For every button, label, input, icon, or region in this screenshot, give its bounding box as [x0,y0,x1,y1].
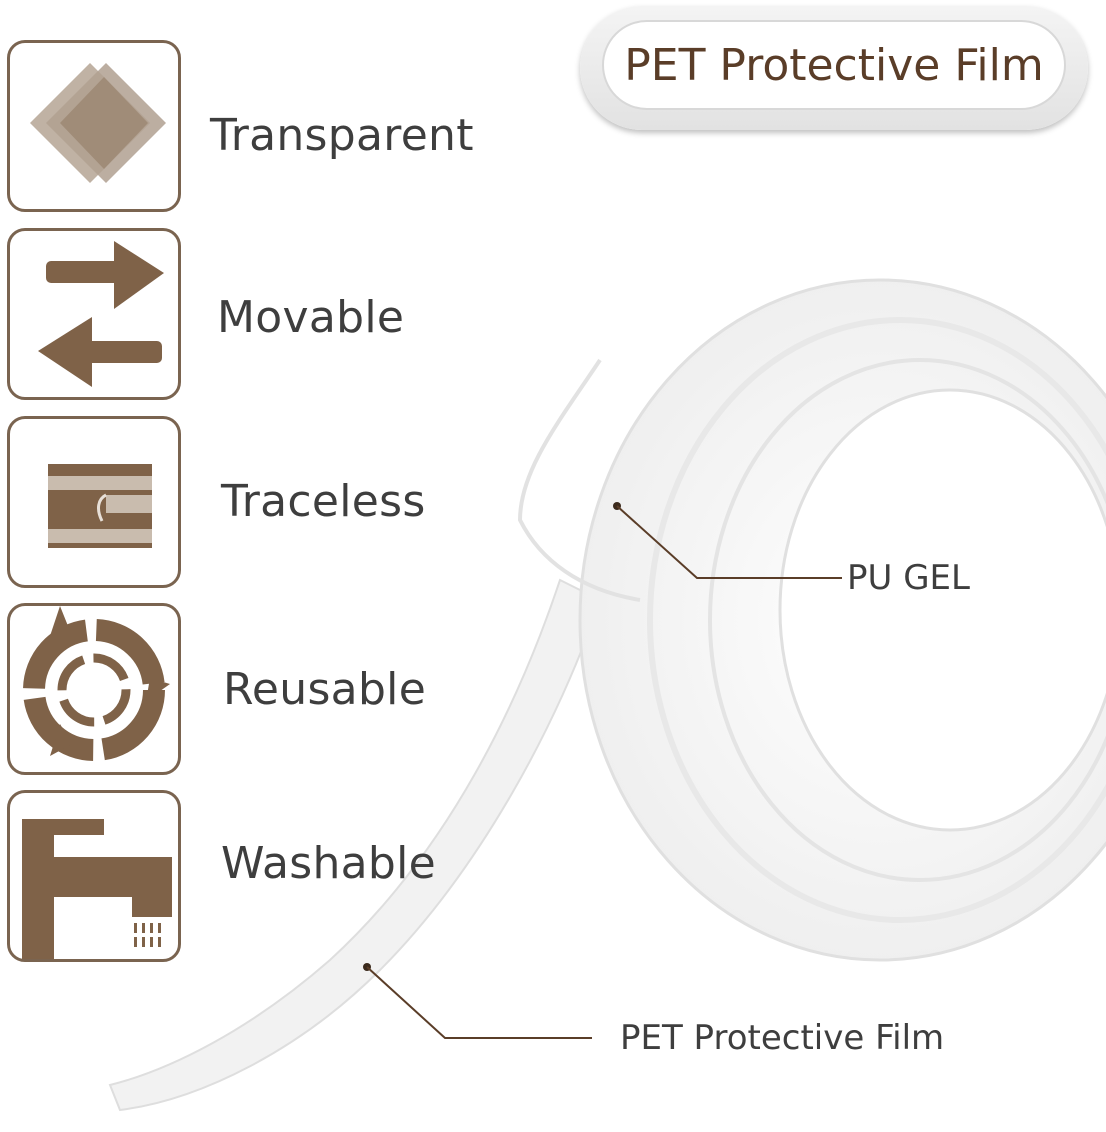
pet-film-leader-line [366,966,592,1039]
feature-label-washable: Washable [221,838,437,889]
title-badge-text: PET Protective Film [624,39,1044,91]
transparent-layers-icon [30,63,166,183]
pu-gel-callout: PU GEL [847,558,970,598]
pet-film-callout: PET Protective Film [620,1018,945,1058]
feature-icon-box-transparent [7,40,181,212]
feature-icon-box-movable [7,228,181,400]
feature-icon-box-reusable [7,603,181,775]
pu-gel-leader-line [616,505,842,579]
feature-label-reusable: Reusable [223,664,427,715]
feature-label-traceless: Traceless [221,476,426,527]
feature-label-movable: Movable [217,292,405,343]
feature-icon-box-washable [7,790,181,962]
feature-label-transparent: Transparent [210,110,474,161]
recycle-arrows-icon [23,606,170,761]
swap-arrows-icon [38,241,164,387]
feature-icon-box-traceless [7,416,181,588]
faucet-icon [22,819,172,959]
peel-layer-icon [48,464,152,548]
title-badge: PET Protective Film [580,6,1088,130]
